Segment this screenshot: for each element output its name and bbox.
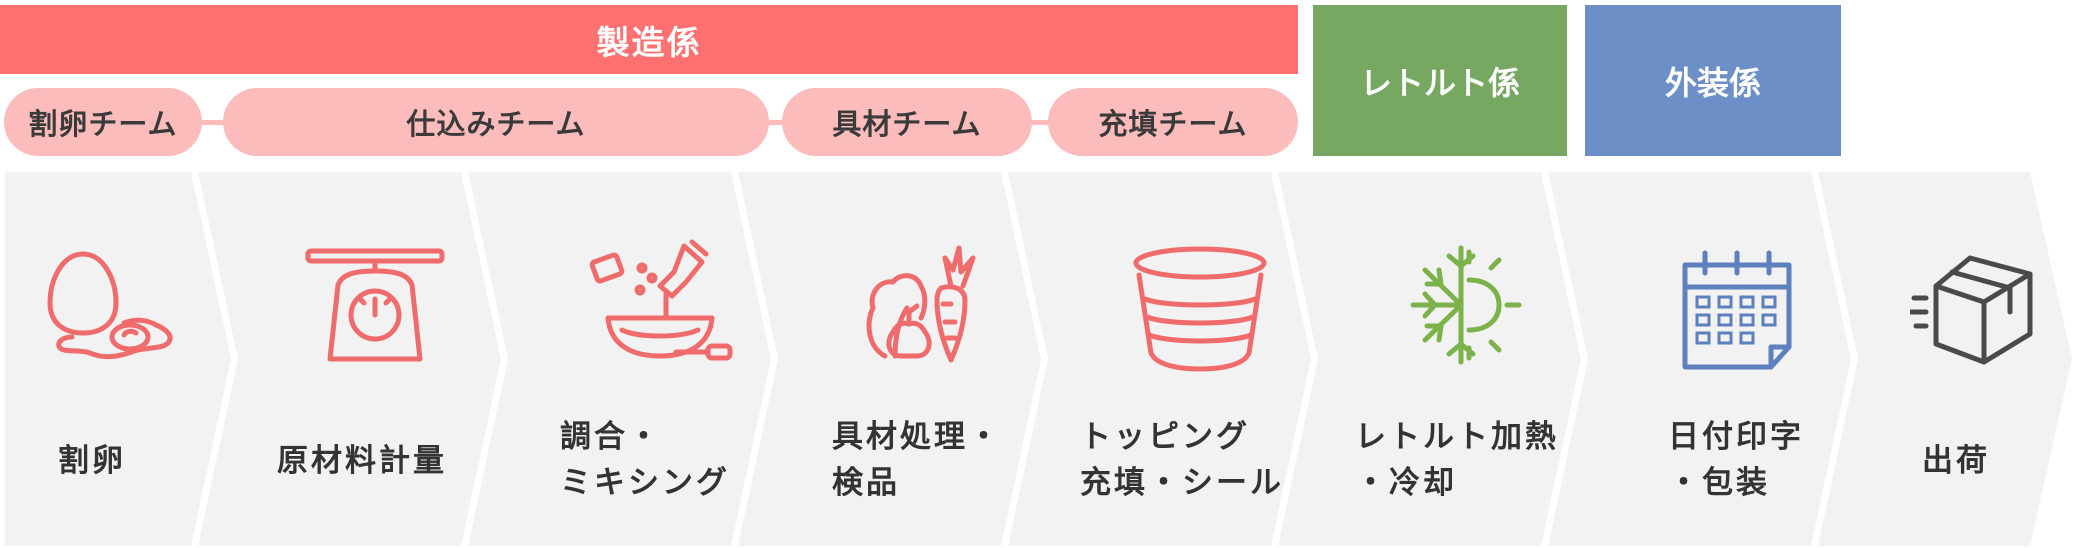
- team-connector: [180, 120, 240, 125]
- step-label-shipping: 出荷: [1922, 438, 1990, 484]
- mixing-bowl-icon: [589, 239, 733, 361]
- process-flow: [5, 172, 2072, 546]
- shipping-box-icon: [1910, 255, 2033, 365]
- step-label-egg-breaking: 割卵: [58, 438, 126, 484]
- container-icon: [1133, 246, 1267, 372]
- team-connector: [1010, 120, 1070, 125]
- step-label-mixing: 調合・ ミキシング: [560, 414, 730, 506]
- team-pill-ingredients: 具材チーム: [782, 88, 1032, 156]
- vegetables-icon: [866, 245, 976, 363]
- step-label-line1: 調合・: [560, 419, 662, 455]
- chevron-step-8: [1818, 172, 2072, 546]
- step-label-line1: 原材料計量: [277, 443, 447, 479]
- manufacturing-header: 製造係: [0, 5, 1298, 74]
- step-label-line1: 日付印字: [1668, 419, 1804, 455]
- team-connector: [740, 120, 800, 125]
- chevron-step-3: [468, 172, 771, 546]
- team-pill-label: 具材チーム: [832, 107, 982, 141]
- team-pill-label: 仕込みチーム: [406, 107, 586, 141]
- calendar-icon: [1682, 250, 1792, 370]
- step-label-ingredient-processing: 具材処理・ 検品: [832, 414, 1002, 506]
- step-label-retort: レトルト加熱 ・冷却: [1355, 414, 1559, 506]
- exterior-header-label: 外装係: [1664, 63, 1761, 102]
- step-label-line2: ・包装: [1668, 465, 1770, 501]
- step-label-topping-filling: トッピング 充填・シール: [1080, 414, 1284, 506]
- exterior-header: 外装係: [1585, 5, 1841, 156]
- team-pill-preparation: 仕込みチーム: [223, 88, 769, 156]
- step-label-packaging: 日付印字 ・包装: [1668, 414, 1804, 506]
- step-label-line2: 充填・シール: [1080, 465, 1284, 501]
- scale-icon: [305, 248, 445, 362]
- team-pill-filling: 充填チーム: [1048, 88, 1298, 156]
- retort-header: レトルト係: [1313, 5, 1567, 156]
- step-label-line2: ・冷却: [1355, 465, 1457, 501]
- team-pill-egg-breaking: 割卵チーム: [4, 88, 202, 156]
- step-label-line2: ミキシング: [560, 465, 730, 501]
- retort-header-label: レトルト係: [1359, 63, 1520, 102]
- egg-icon: [47, 251, 173, 360]
- team-pill-label: 充填チーム: [1098, 107, 1248, 141]
- step-label-line1: レトルト加熱: [1355, 419, 1559, 455]
- step-label-line1: 出荷: [1922, 443, 1990, 479]
- chevron-step-6: [1278, 172, 1581, 546]
- step-label-line1: 具材処理・: [832, 419, 1002, 455]
- step-label-line1: 割卵: [58, 443, 126, 479]
- step-label-line2: 検品: [832, 465, 900, 501]
- step-label-line1: トッピング: [1080, 419, 1250, 455]
- step-label-weighing: 原材料計量: [277, 438, 447, 484]
- manufacturing-header-label: 製造係: [596, 22, 702, 62]
- hot-cold-icon: [1410, 245, 1522, 365]
- team-pill-label: 割卵チーム: [28, 107, 178, 141]
